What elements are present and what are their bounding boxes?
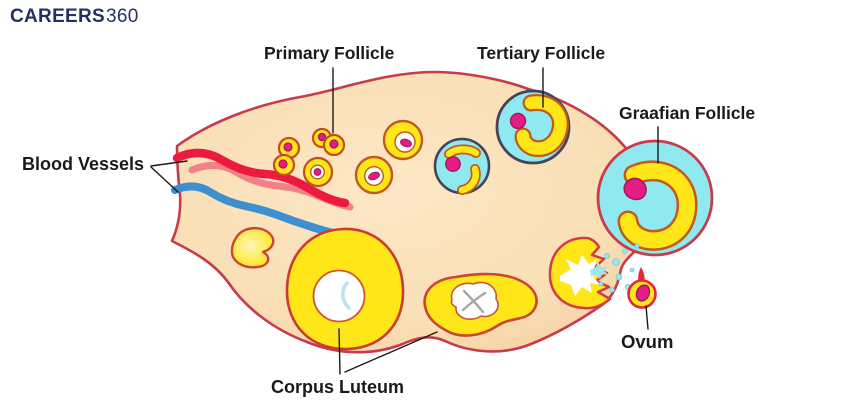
atretic-follicle [230, 226, 275, 269]
corpus-luteum-scar [461, 289, 487, 314]
leader-blood-vessels-vein [150, 166, 179, 193]
leader-ovum [645, 305, 649, 330]
ovum [627, 267, 657, 309]
primary-follicle [272, 153, 296, 177]
label-graafian-follicle: Graafian Follicle [619, 103, 756, 123]
label-tertiary-follicle: Tertiary Follicle [477, 43, 606, 63]
primary-follicle [322, 133, 346, 157]
ovary-body [170, 70, 653, 354]
label-primary-follicle: Primary Follicle [264, 43, 395, 63]
primary-follicles [272, 127, 346, 177]
vein-blue-vessel [171, 182, 356, 241]
early-tertiary-follicle [433, 137, 491, 195]
secondary-follicle [354, 155, 394, 195]
corpus-luteum-crescent [341, 281, 351, 310]
label-blood-vessels: Blood Vessels [22, 154, 145, 174]
ovary-outline [170, 70, 653, 354]
artery-red-vessel [172, 148, 350, 208]
corpus-luteum-regressing [423, 272, 538, 337]
ruptured-follicle [548, 236, 640, 310]
leader-blood-vessels-artery [150, 160, 188, 167]
secondary-follicle [382, 119, 424, 161]
secondary-follicle [302, 156, 334, 188]
leader-lines [150, 67, 659, 375]
corpus-luteum-mature [285, 227, 405, 351]
graafian-follicle [596, 139, 714, 257]
secondary-follicles [302, 119, 424, 195]
tertiary-follicle [495, 89, 571, 165]
brand-logo: CAREERS360 [10, 6, 139, 28]
brand-logo-bold: CAREERS [10, 6, 106, 27]
brand-logo-light: 360 [106, 6, 139, 27]
leader-corpus-luteum-2 [344, 331, 438, 373]
graafian-oocyte [623, 177, 647, 201]
blood-vessels [171, 148, 356, 241]
label-corpus-luteum: Corpus Luteum [271, 377, 404, 397]
follicular-fluid-splash [590, 243, 640, 293]
ovum-spike [638, 267, 645, 283]
leader-corpus-luteum-1 [338, 328, 341, 375]
label-ovum: Ovum [621, 331, 674, 352]
